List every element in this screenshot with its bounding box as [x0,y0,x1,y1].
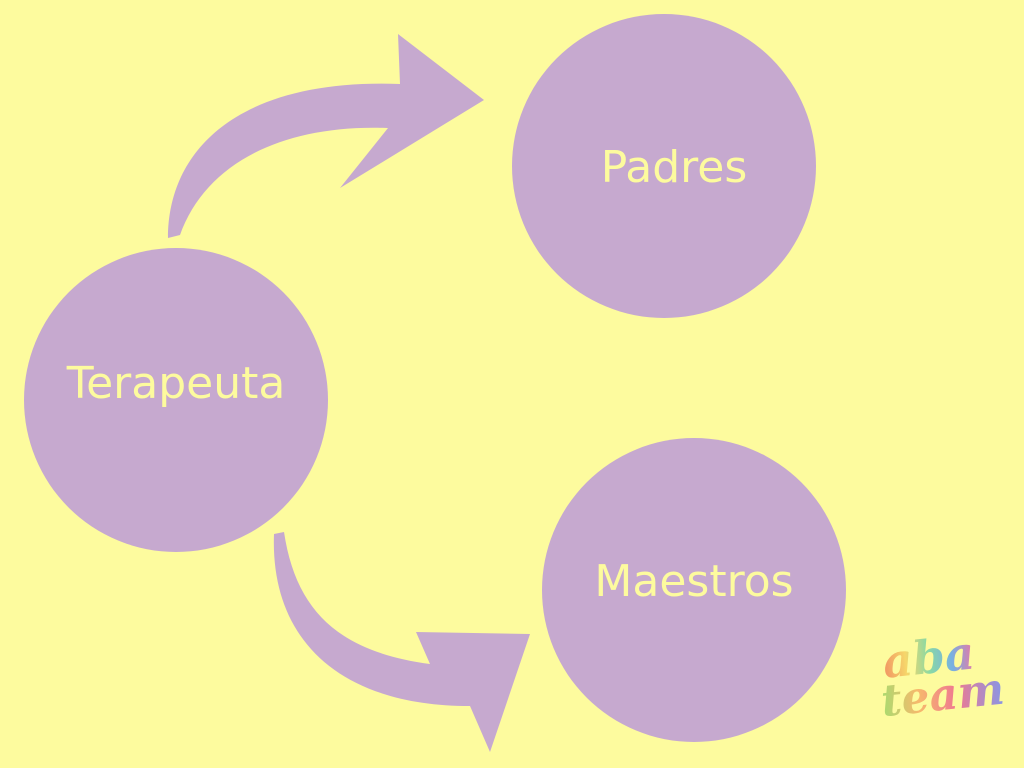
arrow-terapeuta-to-maestros [273,532,530,752]
node-maestros [542,438,846,742]
node-padres-label: Padres [601,142,748,193]
node-terapeuta [24,248,328,552]
node-terapeuta-label: Terapeuta [66,358,286,409]
node-padres [512,14,816,318]
logo-line-aba: aba [880,625,977,688]
node-maestros-label: Maestros [594,556,793,607]
arrow-terapeuta-to-padres [168,34,484,238]
aba-team-logo: aba team [879,625,1007,727]
